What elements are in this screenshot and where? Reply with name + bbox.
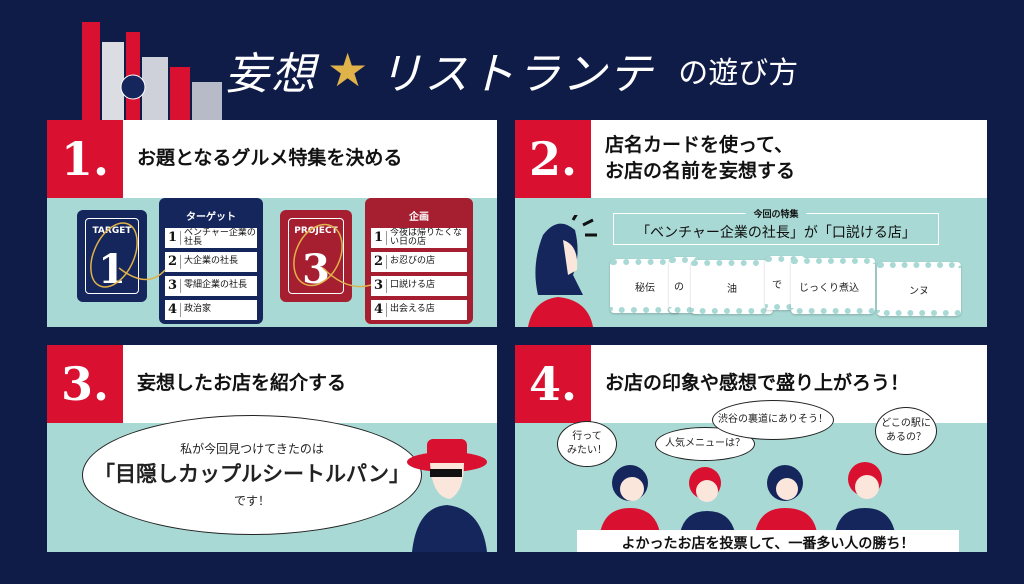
title-sub: の遊び方 bbox=[678, 56, 799, 91]
step-2-header: 2. 店名カードを使って、お店の名前を妄想する bbox=[515, 120, 987, 198]
word-card: じっくり煮込 bbox=[791, 258, 875, 314]
speech-bubble: 渋谷の裏道にありそう！ bbox=[712, 400, 834, 440]
win-condition-banner: よかったお店を投票して、一番多い人の勝ち！ bbox=[577, 530, 959, 552]
theme-label: 今回の特集 bbox=[745, 207, 807, 220]
speech-bubble: 私が今回見つけてきたのは 「目隠しカップルシートルパン」 です！ bbox=[82, 415, 422, 535]
step-4-panel: 4. お店の印象や感想で盛り上がろう！ 行って みたい！ 人気メニューは？ 渋谷… bbox=[515, 345, 987, 552]
step-number: 4. bbox=[515, 345, 591, 423]
target-card-back: TARGET 1 bbox=[77, 210, 147, 302]
woman-illustration bbox=[528, 215, 597, 327]
theme-text: 「ベンチャー企業の社長」が「口説ける店」 bbox=[636, 225, 916, 241]
step-2-panel: 2. 店名カードを使って、お店の名前を妄想する 今回の特集 「ベンチャー企業の社… bbox=[515, 120, 987, 327]
step-text: お題となるグルメ特集を決める bbox=[137, 147, 403, 170]
step-1-header: 1. お題となるグルメ特集を決める bbox=[47, 120, 497, 198]
step-number: 1. bbox=[47, 120, 123, 198]
theme-box: 今回の特集 「ベンチャー企業の社長」が「口説ける店」 bbox=[613, 207, 939, 245]
step-3-panel: 3. 妄想したお店を紹介する 私が今回見つけてきたのは 「目隠しカップルシートル… bbox=[47, 345, 497, 552]
step-text: 妄想したお店を紹介する bbox=[137, 372, 347, 395]
star-icon: ★ bbox=[327, 43, 369, 97]
speech-bubble: どこの駅に あるの？ bbox=[875, 407, 937, 455]
word-card: 秘伝 bbox=[610, 259, 680, 313]
page-title: 妄想 ★ リストランテ の遊び方 bbox=[225, 38, 798, 102]
speech-bubble: 行って みたい！ bbox=[557, 421, 617, 467]
step-text: 店名カードを使って、お店の名前を妄想する bbox=[605, 134, 796, 182]
title-main-2: リストランテ bbox=[378, 49, 655, 100]
group-of-people-illustration bbox=[600, 462, 895, 533]
word-card: ンヌ bbox=[877, 262, 961, 316]
step-number: 2. bbox=[515, 120, 591, 198]
step-number: 3. bbox=[47, 345, 123, 423]
word-card: 油 bbox=[691, 260, 773, 314]
card-title: ターゲット bbox=[186, 212, 236, 223]
step-text: お店の印象や感想で盛り上がろう！ bbox=[605, 372, 910, 395]
project-card-back: PROJECT 3 bbox=[280, 210, 352, 302]
title-main: 妄想 bbox=[225, 49, 317, 100]
step-3-header: 3. 妄想したお店を紹介する bbox=[47, 345, 497, 423]
man-with-hat-illustration bbox=[407, 439, 487, 552]
card-title: 企画 bbox=[409, 212, 429, 223]
city-skyline-illustration bbox=[82, 22, 222, 122]
